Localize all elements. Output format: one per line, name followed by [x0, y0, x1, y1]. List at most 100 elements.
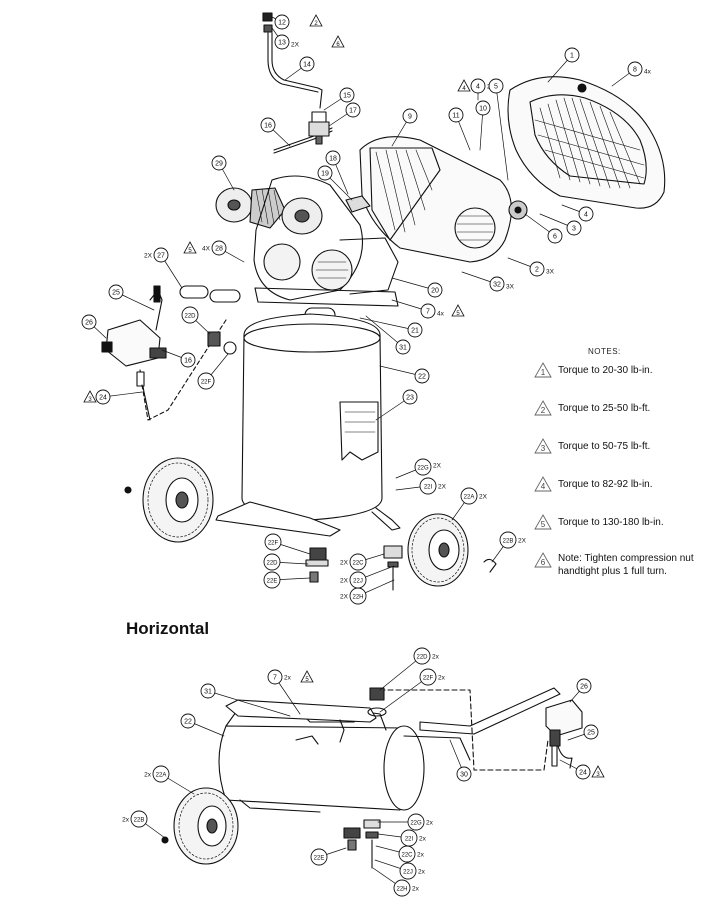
callout-circle — [181, 306, 199, 324]
callout-circle — [414, 458, 432, 476]
callout-23: 23 — [402, 389, 418, 405]
callout-22e: 22E — [310, 848, 328, 866]
callout-number: 7 — [426, 309, 430, 316]
callout-16: 16 — [260, 117, 276, 133]
discharge-tube — [262, 12, 323, 109]
callout-22d: 22D — [263, 553, 281, 571]
callout-25: 25 — [583, 724, 599, 740]
callout-circle — [419, 668, 437, 686]
callout-circle — [578, 206, 594, 222]
warning-triangle-icon — [183, 241, 197, 254]
leader-line — [495, 85, 509, 181]
callout-number: 21 — [411, 328, 419, 335]
callout-number: 26 — [85, 320, 93, 327]
callout-number: 17 — [349, 108, 357, 115]
pressure-switch — [101, 285, 227, 421]
note-number: 1 — [541, 368, 546, 377]
vertical-tank — [215, 313, 401, 537]
belt-guard-front — [507, 76, 666, 209]
callout-number: 22D — [416, 655, 428, 661]
callout-quantity: 2x — [284, 675, 292, 682]
callout-circle — [345, 102, 361, 118]
callout-number: 22I — [424, 485, 433, 491]
callout-18: 18 — [325, 150, 341, 166]
callout-circle — [627, 61, 643, 77]
callout-note-number: 5 — [456, 311, 460, 317]
callout-circle — [197, 372, 215, 390]
wheel-right — [407, 513, 497, 587]
belt-guard-back — [359, 136, 528, 263]
callout-number: 4 — [584, 212, 588, 219]
callout-circle — [470, 78, 486, 94]
callout-22d: 22D — [181, 306, 199, 324]
callout-number: 22F — [423, 676, 434, 682]
callout-note-number: 3 — [596, 772, 600, 778]
callout-20: 20 — [427, 282, 443, 298]
callout-number: 22D — [266, 561, 278, 567]
callout-circle — [413, 647, 431, 665]
callout-number: 22 — [184, 719, 192, 726]
leader-line — [379, 676, 429, 713]
callout-circle — [564, 47, 580, 63]
warning-triangle-icon: 2 — [534, 400, 552, 416]
callout-number: 22G — [410, 821, 422, 827]
callout-number: 25 — [587, 730, 595, 737]
callout-number: 19 — [321, 171, 329, 178]
callout-circle — [263, 553, 281, 571]
callout-number: 18 — [329, 156, 337, 163]
callout-number: 22 — [418, 374, 426, 381]
warning-triangle-icon: 6 — [534, 552, 552, 568]
callout-number: 27 — [157, 253, 165, 260]
callout-number: 1 — [570, 53, 574, 60]
callout-number: 20 — [431, 288, 439, 295]
callout-circle — [274, 34, 290, 50]
warning-triangle-icon — [331, 35, 345, 48]
callout-number: 22B — [503, 539, 514, 545]
callout-circle — [263, 571, 281, 589]
callout-number: 28 — [215, 246, 223, 253]
callout-15: 15 — [339, 87, 355, 103]
warning-triangle-icon — [309, 14, 323, 27]
callout-circle — [488, 78, 504, 94]
callout-number: 22J — [353, 579, 363, 585]
callout-number: 31 — [399, 345, 407, 352]
callout-number: 22H — [396, 887, 407, 893]
callout-3: 3 — [566, 220, 582, 236]
callout-circle — [489, 276, 505, 292]
leader-line — [207, 690, 291, 717]
callout-circle — [81, 314, 97, 330]
callout-quantity: 2X — [340, 560, 349, 567]
callout-number: 4 — [476, 84, 480, 91]
callout-number: 26 — [580, 684, 588, 691]
callout-circle — [317, 165, 333, 181]
callout-circle — [427, 282, 443, 298]
callout-circle — [566, 220, 582, 236]
note-number: 6 — [541, 558, 546, 567]
callout-quantity: 2x — [438, 675, 446, 682]
callout-30: 30 — [456, 766, 472, 782]
unloader-tube — [273, 111, 333, 154]
callout-quantity: 2x — [412, 886, 420, 893]
callout-number: 22C — [401, 853, 413, 859]
callout-5: 5 — [488, 78, 504, 94]
callout-note-number: 2 — [314, 21, 318, 27]
callout-number: 32 — [493, 282, 501, 289]
callout-26: 26 — [81, 314, 97, 330]
callout-circle — [499, 531, 517, 549]
callout-number: 8 — [633, 67, 637, 74]
callout-note-number: 4 — [462, 86, 466, 92]
note-number: 4 — [541, 482, 546, 491]
warning-triangle-icon — [457, 79, 471, 92]
callout-22f: 22F — [264, 533, 282, 551]
leader-line — [359, 317, 416, 331]
callout-number: 29 — [215, 161, 223, 168]
section-title-horizontal: Horizontal — [126, 619, 210, 638]
